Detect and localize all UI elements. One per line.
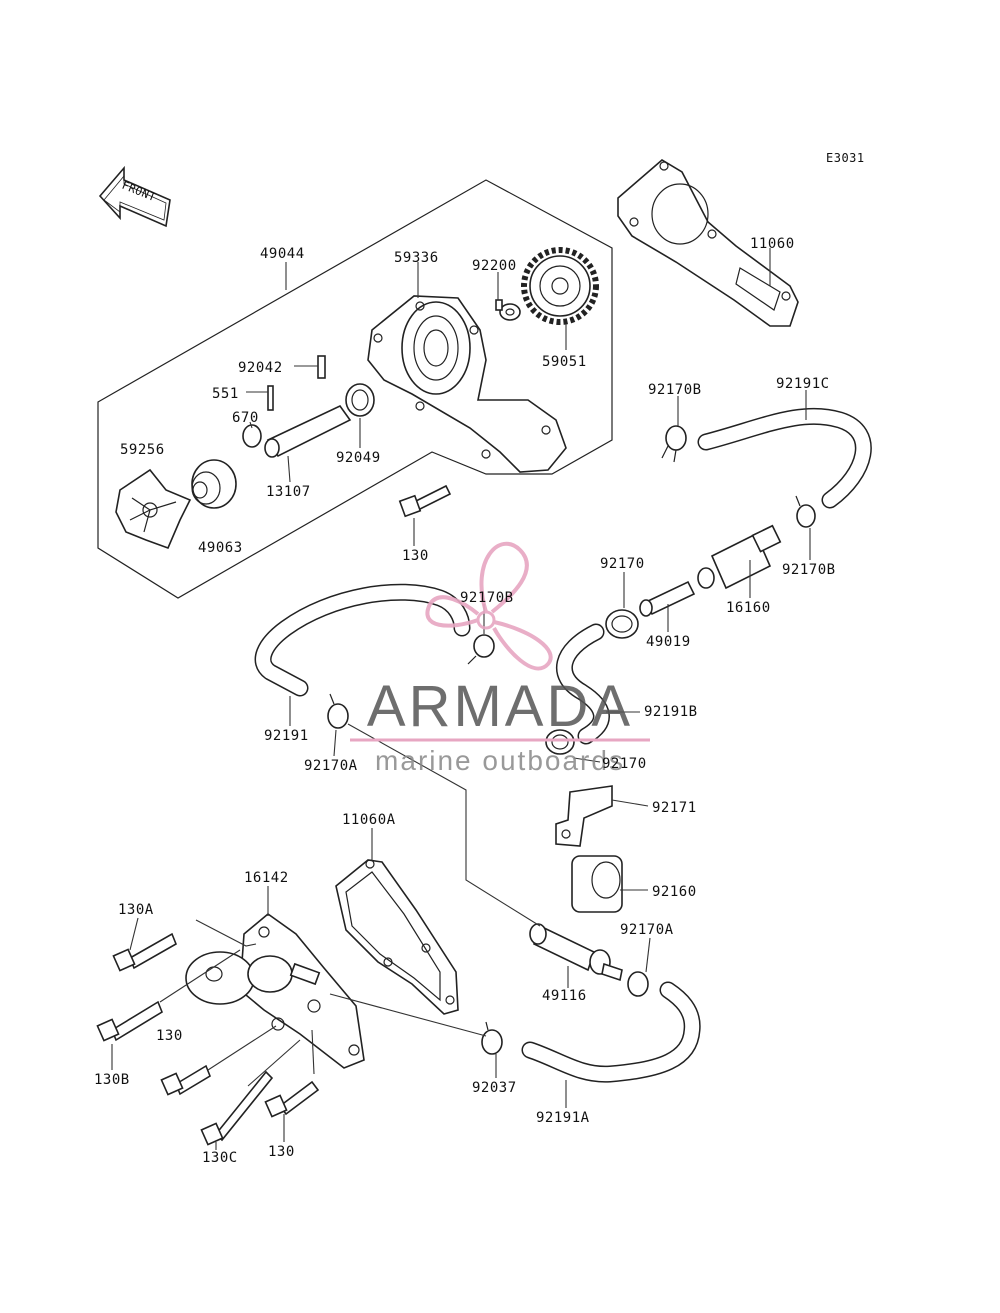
bolt-part-130-top xyxy=(398,484,452,518)
hose-92191-part xyxy=(254,583,471,697)
label-130-mid: 130 xyxy=(156,1028,183,1044)
front-arrow-icon: FRONT xyxy=(98,165,171,228)
label-92170a-a: 92170A xyxy=(304,758,358,774)
watermark-logo-icon xyxy=(425,541,553,671)
clamp-part-92170a-a xyxy=(327,693,349,729)
label-11060a: 11060A xyxy=(342,812,396,828)
o-ring-part xyxy=(242,424,262,448)
label-92170b-a: 92170B xyxy=(648,382,702,398)
label-49116: 49116 xyxy=(542,988,587,1004)
watermark-brand: ARMADA xyxy=(367,674,633,739)
label-16142: 16142 xyxy=(244,870,289,886)
label-670: 670 xyxy=(232,410,259,426)
bolt-part-130-mid xyxy=(160,1064,211,1096)
joint-16160-part xyxy=(697,524,782,590)
seal-part xyxy=(345,383,375,417)
assembly-box-outline xyxy=(97,179,613,599)
pin-part xyxy=(317,355,326,379)
label-130-bot: 130 xyxy=(268,1144,295,1160)
pipe-49019-part xyxy=(639,580,696,617)
label-59256: 59256 xyxy=(120,442,165,458)
label-130a: 130A xyxy=(118,902,154,918)
bolt-part-130a xyxy=(112,932,178,972)
damper-92160-part xyxy=(571,855,623,913)
bolt-part-130b xyxy=(96,1000,163,1042)
label-92160: 92160 xyxy=(652,884,697,900)
label-92170a-b: 92170A xyxy=(620,922,674,938)
label-92042: 92042 xyxy=(238,360,283,376)
label-92170b-c: 92170B xyxy=(460,590,514,606)
washer-part xyxy=(495,299,521,321)
clamp-part-92170-a xyxy=(605,609,639,639)
clamp-part-92170-b xyxy=(545,729,575,755)
watermark-tagline: marine outboards xyxy=(375,745,625,776)
label-92171: 92171 xyxy=(652,800,697,816)
hose-92191b-part xyxy=(555,623,610,745)
label-92191a: 92191A xyxy=(536,1110,590,1126)
label-92191c: 92191C xyxy=(776,376,830,392)
bolt-part-130-bot xyxy=(264,1080,320,1118)
leader-lines xyxy=(111,248,811,1150)
bolt-part-130c xyxy=(200,1070,274,1146)
label-92049: 92049 xyxy=(336,450,381,466)
label-92170-a: 92170 xyxy=(600,556,645,572)
label-92191: 92191 xyxy=(264,728,309,744)
label-11060: 11060 xyxy=(750,236,795,252)
pump-housing-part xyxy=(367,295,567,473)
label-92170b-b: 92170B xyxy=(782,562,836,578)
pipe-49116-part xyxy=(529,923,623,982)
mechanical-seal-part xyxy=(191,459,237,509)
label-130-top: 130 xyxy=(402,548,429,564)
label-16160: 16160 xyxy=(726,600,771,616)
label-130b: 130B xyxy=(94,1072,130,1088)
clamp-part-92170b-c xyxy=(467,634,495,665)
label-130c: 130C xyxy=(202,1150,238,1166)
label-92037: 92037 xyxy=(472,1080,517,1096)
shaft-part xyxy=(264,404,352,458)
hose-92191c-part xyxy=(697,407,872,509)
label-92170-b: 92170 xyxy=(602,756,647,772)
clamp-part-92037 xyxy=(481,1021,503,1055)
gasket-part xyxy=(617,159,799,327)
dowel-pin-part xyxy=(267,385,274,411)
bracket-92171-part xyxy=(555,785,613,847)
label-59336: 59336 xyxy=(394,250,439,266)
impeller-part xyxy=(115,468,192,550)
clamp-part-92170b-a xyxy=(661,425,687,463)
cover-16142-part xyxy=(185,912,365,1069)
label-551: 551 xyxy=(212,386,239,402)
label-49063: 49063 xyxy=(198,540,243,556)
label-49044: 49044 xyxy=(260,246,305,262)
gear-part xyxy=(521,247,599,325)
diagram-code: E3031 xyxy=(826,151,865,165)
label-92191b: 92191B xyxy=(644,704,698,720)
label-49019: 49019 xyxy=(646,634,691,650)
label-13107: 13107 xyxy=(266,484,311,500)
label-92200: 92200 xyxy=(472,258,517,274)
hose-92191a-part xyxy=(521,981,701,1083)
clamp-part-92170b-b xyxy=(795,495,816,528)
gasket-11060a-part xyxy=(335,859,459,1015)
clamp-part-92170a-b xyxy=(627,971,649,997)
label-59051: 59051 xyxy=(542,354,587,370)
part-labels: 49044 59336 92200 59051 11060 92042 551 … xyxy=(94,236,836,1166)
